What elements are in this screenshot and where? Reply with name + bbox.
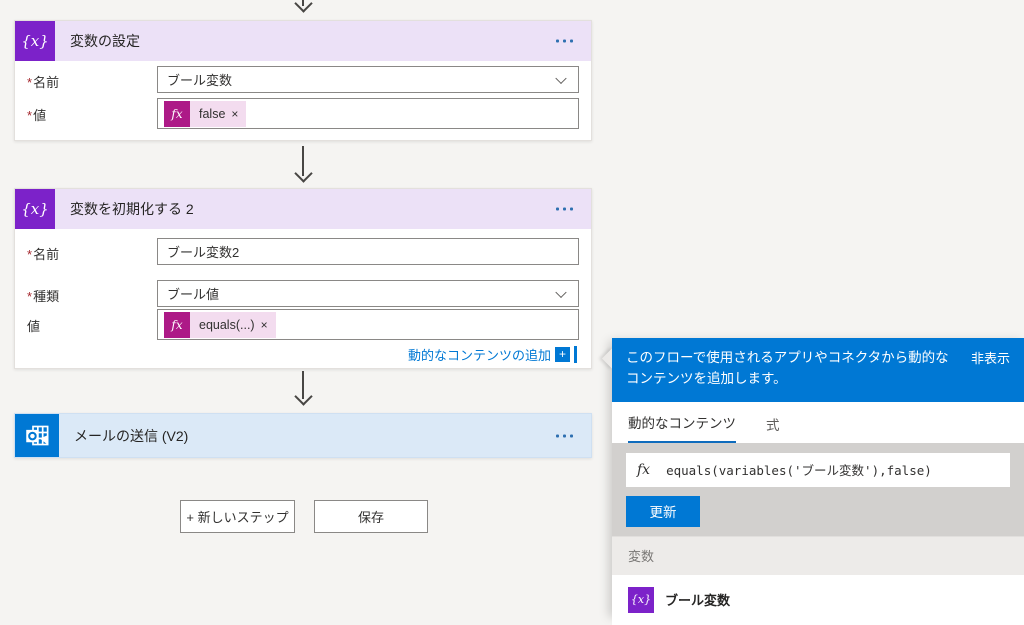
fx-icon: fx	[637, 461, 651, 478]
tab-expression[interactable]: 式	[766, 417, 780, 433]
input-value: ブール変数2	[167, 245, 240, 260]
flow-connector-arrow	[292, 146, 314, 183]
panel-header: このフローで使用されるアプリやコネクタから動的なコンテンツを追加します。 非表示	[612, 338, 1024, 402]
chevron-down-icon	[555, 286, 567, 298]
action-card-send-email[interactable]: メールの送信 (V2)	[14, 413, 592, 458]
chevron-down-icon	[555, 72, 567, 84]
variable-name-input[interactable]: ブール変数2	[157, 238, 579, 265]
action-card-set-variable: {x} 変数の設定 *名前 ブール変数 *値 fx false ×	[14, 20, 592, 141]
expression-token[interactable]: fx equals(...) ×	[164, 311, 276, 338]
expression-text: equals(variables('ブール変数'),false)	[666, 463, 932, 479]
more-actions-menu-icon[interactable]	[552, 36, 577, 47]
flow-connector-arrow	[292, 0, 314, 13]
more-actions-menu-icon[interactable]	[552, 430, 577, 441]
dynamic-content-panel: このフローで使用されるアプリやコネクタから動的なコンテンツを追加します。 非表示…	[601, 338, 1024, 625]
field-label: *名前	[27, 247, 60, 262]
hide-panel-link[interactable]: 非表示	[970, 351, 1010, 366]
item-label: ブール変数	[665, 593, 731, 609]
token-label: false	[199, 106, 226, 121]
variable-connector-icon: {x}	[15, 21, 55, 61]
token-label: equals(...)	[199, 317, 255, 332]
variable-name-dropdown[interactable]: ブール変数	[157, 66, 579, 93]
text-cursor-icon	[574, 346, 577, 363]
tab-dynamic-content[interactable]: 動的なコンテンツ	[628, 412, 736, 443]
card-title: 変数の設定	[70, 33, 140, 49]
variable-value-input[interactable]: fx equals(...) ×	[157, 309, 579, 340]
variable-value-input[interactable]: fx false ×	[157, 98, 579, 129]
dropdown-value: ブール変数	[167, 73, 233, 88]
link-label: 動的なコンテンツの追加	[407, 348, 551, 363]
field-label: 値	[27, 319, 41, 334]
expression-editor-area: fx equals(variables('ブール変数'),false) 更新	[612, 442, 1024, 536]
expression-input[interactable]: fx equals(variables('ブール変数'),false)	[626, 452, 1010, 487]
remove-token-icon[interactable]: ×	[260, 317, 268, 332]
variables-section-header: 変数	[612, 535, 1024, 575]
variable-connector-icon: {x}	[15, 189, 55, 229]
flow-connector-arrow	[292, 371, 314, 406]
fx-icon: fx	[164, 311, 190, 338]
card-title: メールの送信 (V2)	[74, 427, 189, 444]
field-label: *値	[27, 108, 47, 123]
panel-description: このフローで使用されるアプリやコネクタから動的なコンテンツを追加します。	[626, 350, 949, 386]
plus-icon: +	[555, 347, 570, 362]
expression-token[interactable]: fx false ×	[164, 100, 247, 127]
field-label: *種類	[27, 289, 60, 304]
outlook-icon	[15, 414, 59, 457]
dropdown-value: ブール値	[167, 287, 220, 302]
panel-tabs: 動的なコンテンツ 式	[612, 401, 1024, 443]
dynamic-content-item-bool-variable[interactable]: {x} ブール変数	[612, 574, 1024, 625]
variable-icon: {x}	[628, 586, 654, 613]
add-dynamic-content-link[interactable]: 動的なコンテンツの追加 +	[408, 345, 577, 364]
new-step-button[interactable]: + 新しいステップ	[180, 500, 295, 533]
more-actions-menu-icon[interactable]	[552, 204, 577, 215]
save-button[interactable]: 保存	[314, 500, 428, 533]
remove-token-icon[interactable]: ×	[231, 106, 239, 121]
fx-icon: fx	[164, 100, 190, 127]
field-label: *名前	[27, 75, 60, 90]
card-header[interactable]: {x} 変数の設定	[15, 21, 591, 61]
card-title: 変数を初期化する 2	[70, 201, 194, 217]
update-button[interactable]: 更新	[626, 495, 700, 527]
variable-type-dropdown[interactable]: ブール値	[157, 280, 579, 307]
action-card-initialize-variable: {x} 変数を初期化する 2 *名前 ブール変数2 *種類 ブール値 値 fx …	[14, 188, 592, 369]
card-header[interactable]: {x} 変数を初期化する 2	[15, 189, 591, 229]
